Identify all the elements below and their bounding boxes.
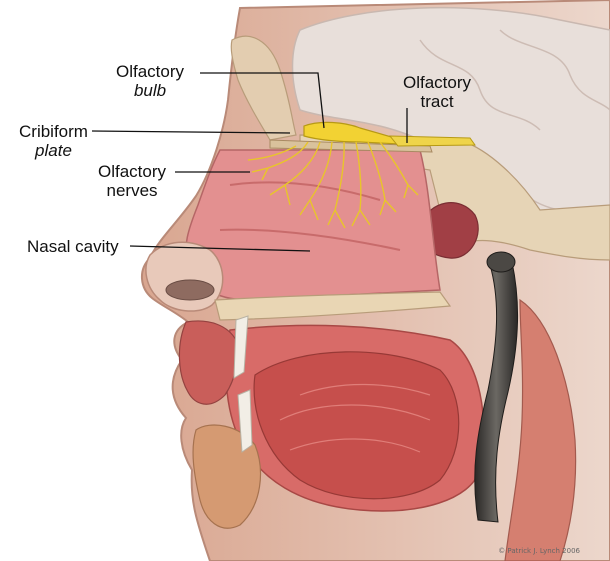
label-olfactory-tract-line2: tract	[420, 92, 454, 111]
label-nasal-cavity: Nasal cavity	[27, 237, 119, 256]
hard-palate	[214, 291, 452, 321]
lips	[178, 320, 238, 405]
incisor-upper	[233, 315, 249, 379]
label-olfactory-tract-line1: Olfactory	[403, 73, 472, 92]
label-cribriform-plate: Cribiform plate	[19, 122, 88, 160]
frontal-bone	[230, 35, 297, 141]
label-olfactory-bulb: Olfactory bulb	[116, 62, 184, 100]
leader-nasal-cavity	[129, 245, 311, 252]
label-olfactory-nerves: Olfactory nerves	[98, 162, 166, 200]
olfactory-tract-shape	[388, 135, 476, 147]
brain-fold	[419, 39, 541, 131]
leader-lines	[91, 72, 408, 252]
label-nasal-cavity-line1: Nasal cavity	[27, 237, 119, 256]
nostril	[165, 279, 215, 301]
tongue-fibers	[279, 383, 431, 453]
pharyngeal-tube	[474, 261, 519, 523]
label-olfactory-nerves-line2: nerves	[106, 181, 158, 200]
label-olfactory-bulb-line2: bulb	[133, 81, 167, 100]
nasal-turbinate	[219, 228, 401, 251]
tube-opening	[486, 251, 516, 273]
leader-cribriform-plate	[91, 130, 291, 134]
nasal-turbinate	[229, 181, 381, 201]
brain-fold	[499, 29, 610, 111]
label-cribriform-plate-line1: Cribiform	[19, 122, 88, 141]
label-olfactory-tract: Olfactory tract	[403, 73, 471, 111]
label-olfactory-bulb-line1: Olfactory	[116, 62, 185, 81]
incisor-lower	[237, 389, 253, 453]
label-cribriform-plate-line2: plate	[35, 141, 72, 160]
cribriform-plate	[269, 139, 433, 153]
leader-olfactory-bulb	[200, 72, 325, 129]
olfactory-nerves	[247, 141, 419, 229]
label-olfactory-nerves-line1: Olfactory	[98, 162, 167, 181]
credit-text: © Patrick J. Lynch 2006	[498, 547, 580, 555]
